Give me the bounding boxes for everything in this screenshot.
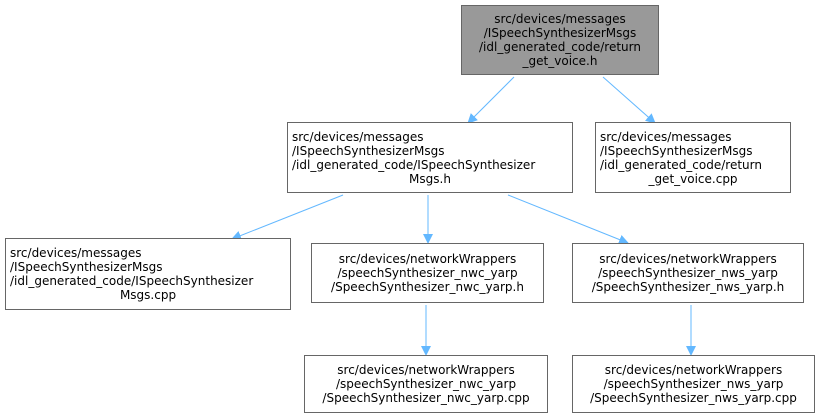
node-label-line: /speechSynthesizer_nwc_yarp: [337, 266, 518, 280]
node-label-line: src/devices/networkWrappers: [599, 252, 777, 266]
node-label-line: /ISpeechSynthesizerMsgs: [483, 26, 637, 40]
node-label-line: /idl_generated_code/ISpeechSynthesizer: [292, 157, 536, 172]
node-label-line: src/devices/messages: [292, 129, 424, 144]
node-label-line: /SpeechSynthesizer_nws_yarp.cpp: [590, 391, 797, 405]
node-label-line: /SpeechSynthesizer_nwc_yarp.cpp: [322, 391, 530, 405]
node-label-line: /ISpeechSynthesizerMsgs: [10, 260, 163, 274]
node-label-line: /speechSynthesizer_nws_yarp: [598, 266, 778, 280]
node-label-line: _get_voice.cpp: [648, 171, 738, 186]
node-label-line: /idl_generated_code/ISpeechSynthesizer: [10, 274, 254, 288]
node-label-line: /idl_generated_code/return: [600, 157, 762, 172]
edge-msgs-h-to-return-get-voice-h: [467, 76, 515, 124]
node-label-line: /speechSynthesizer_nws_yarp: [603, 377, 784, 391]
node-label-line: /ISpeechSynthesizerMsgs: [600, 143, 753, 158]
node-label-line: /SpeechSynthesizer_nws_yarp.h: [591, 280, 785, 294]
node-nwc-yarp-h[interactable]: src/devices/networkWrappers /speechSynth…: [311, 243, 544, 303]
node-nws-yarp-h[interactable]: src/devices/networkWrappers /speechSynth…: [572, 243, 804, 303]
node-label-line: src/devices/messages: [600, 129, 732, 144]
node-label-line: src/devices/networkWrappers: [337, 363, 515, 377]
node-label-line: /ISpeechSynthesizerMsgs: [292, 143, 445, 158]
edge-return-get-voice-cpp-to-return-get-voice-h: [602, 76, 656, 124]
node-nws-yarp-cpp[interactable]: src/devices/networkWrappers /speechSynth…: [572, 355, 815, 413]
node-label-line: /SpeechSynthesizer_nwc_yarp.h: [331, 280, 524, 294]
node-nwc-yarp-cpp[interactable]: src/devices/networkWrappers /speechSynth…: [304, 355, 548, 413]
node-return-get-voice-h[interactable]: src/devices/messages /ISpeechSynthesizer…: [461, 5, 659, 75]
node-ispeechsynthesizer-msgs-cpp[interactable]: src/devices/messages /ISpeechSynthesizer…: [5, 238, 291, 310]
node-label-line: _get_voice.h: [522, 54, 598, 68]
edge-msgs-cpp-to-msgs-h: [231, 194, 344, 241]
node-label-line: src/devices/messages: [494, 12, 626, 26]
node-label-line: /speechSynthesizer_nwc_yarp: [335, 377, 517, 391]
node-label-line: Msgs.h: [409, 171, 451, 186]
node-return-get-voice-cpp[interactable]: src/devices/messages /ISpeechSynthesizer…: [595, 122, 791, 193]
node-label-line: src/devices/networkWrappers: [338, 252, 517, 266]
node-label-line: src/devices/messages: [10, 246, 142, 260]
node-ispeechsynthesizer-msgs-h[interactable]: src/devices/messages /ISpeechSynthesizer…: [287, 122, 573, 193]
node-label-line: /idl_generated_code/return: [479, 40, 641, 54]
node-label-line: Msgs.cpp: [119, 288, 177, 302]
edge-nws-h-to-msgs-h: [507, 194, 629, 245]
node-label-line: src/devices/networkWrappers: [604, 363, 783, 377]
